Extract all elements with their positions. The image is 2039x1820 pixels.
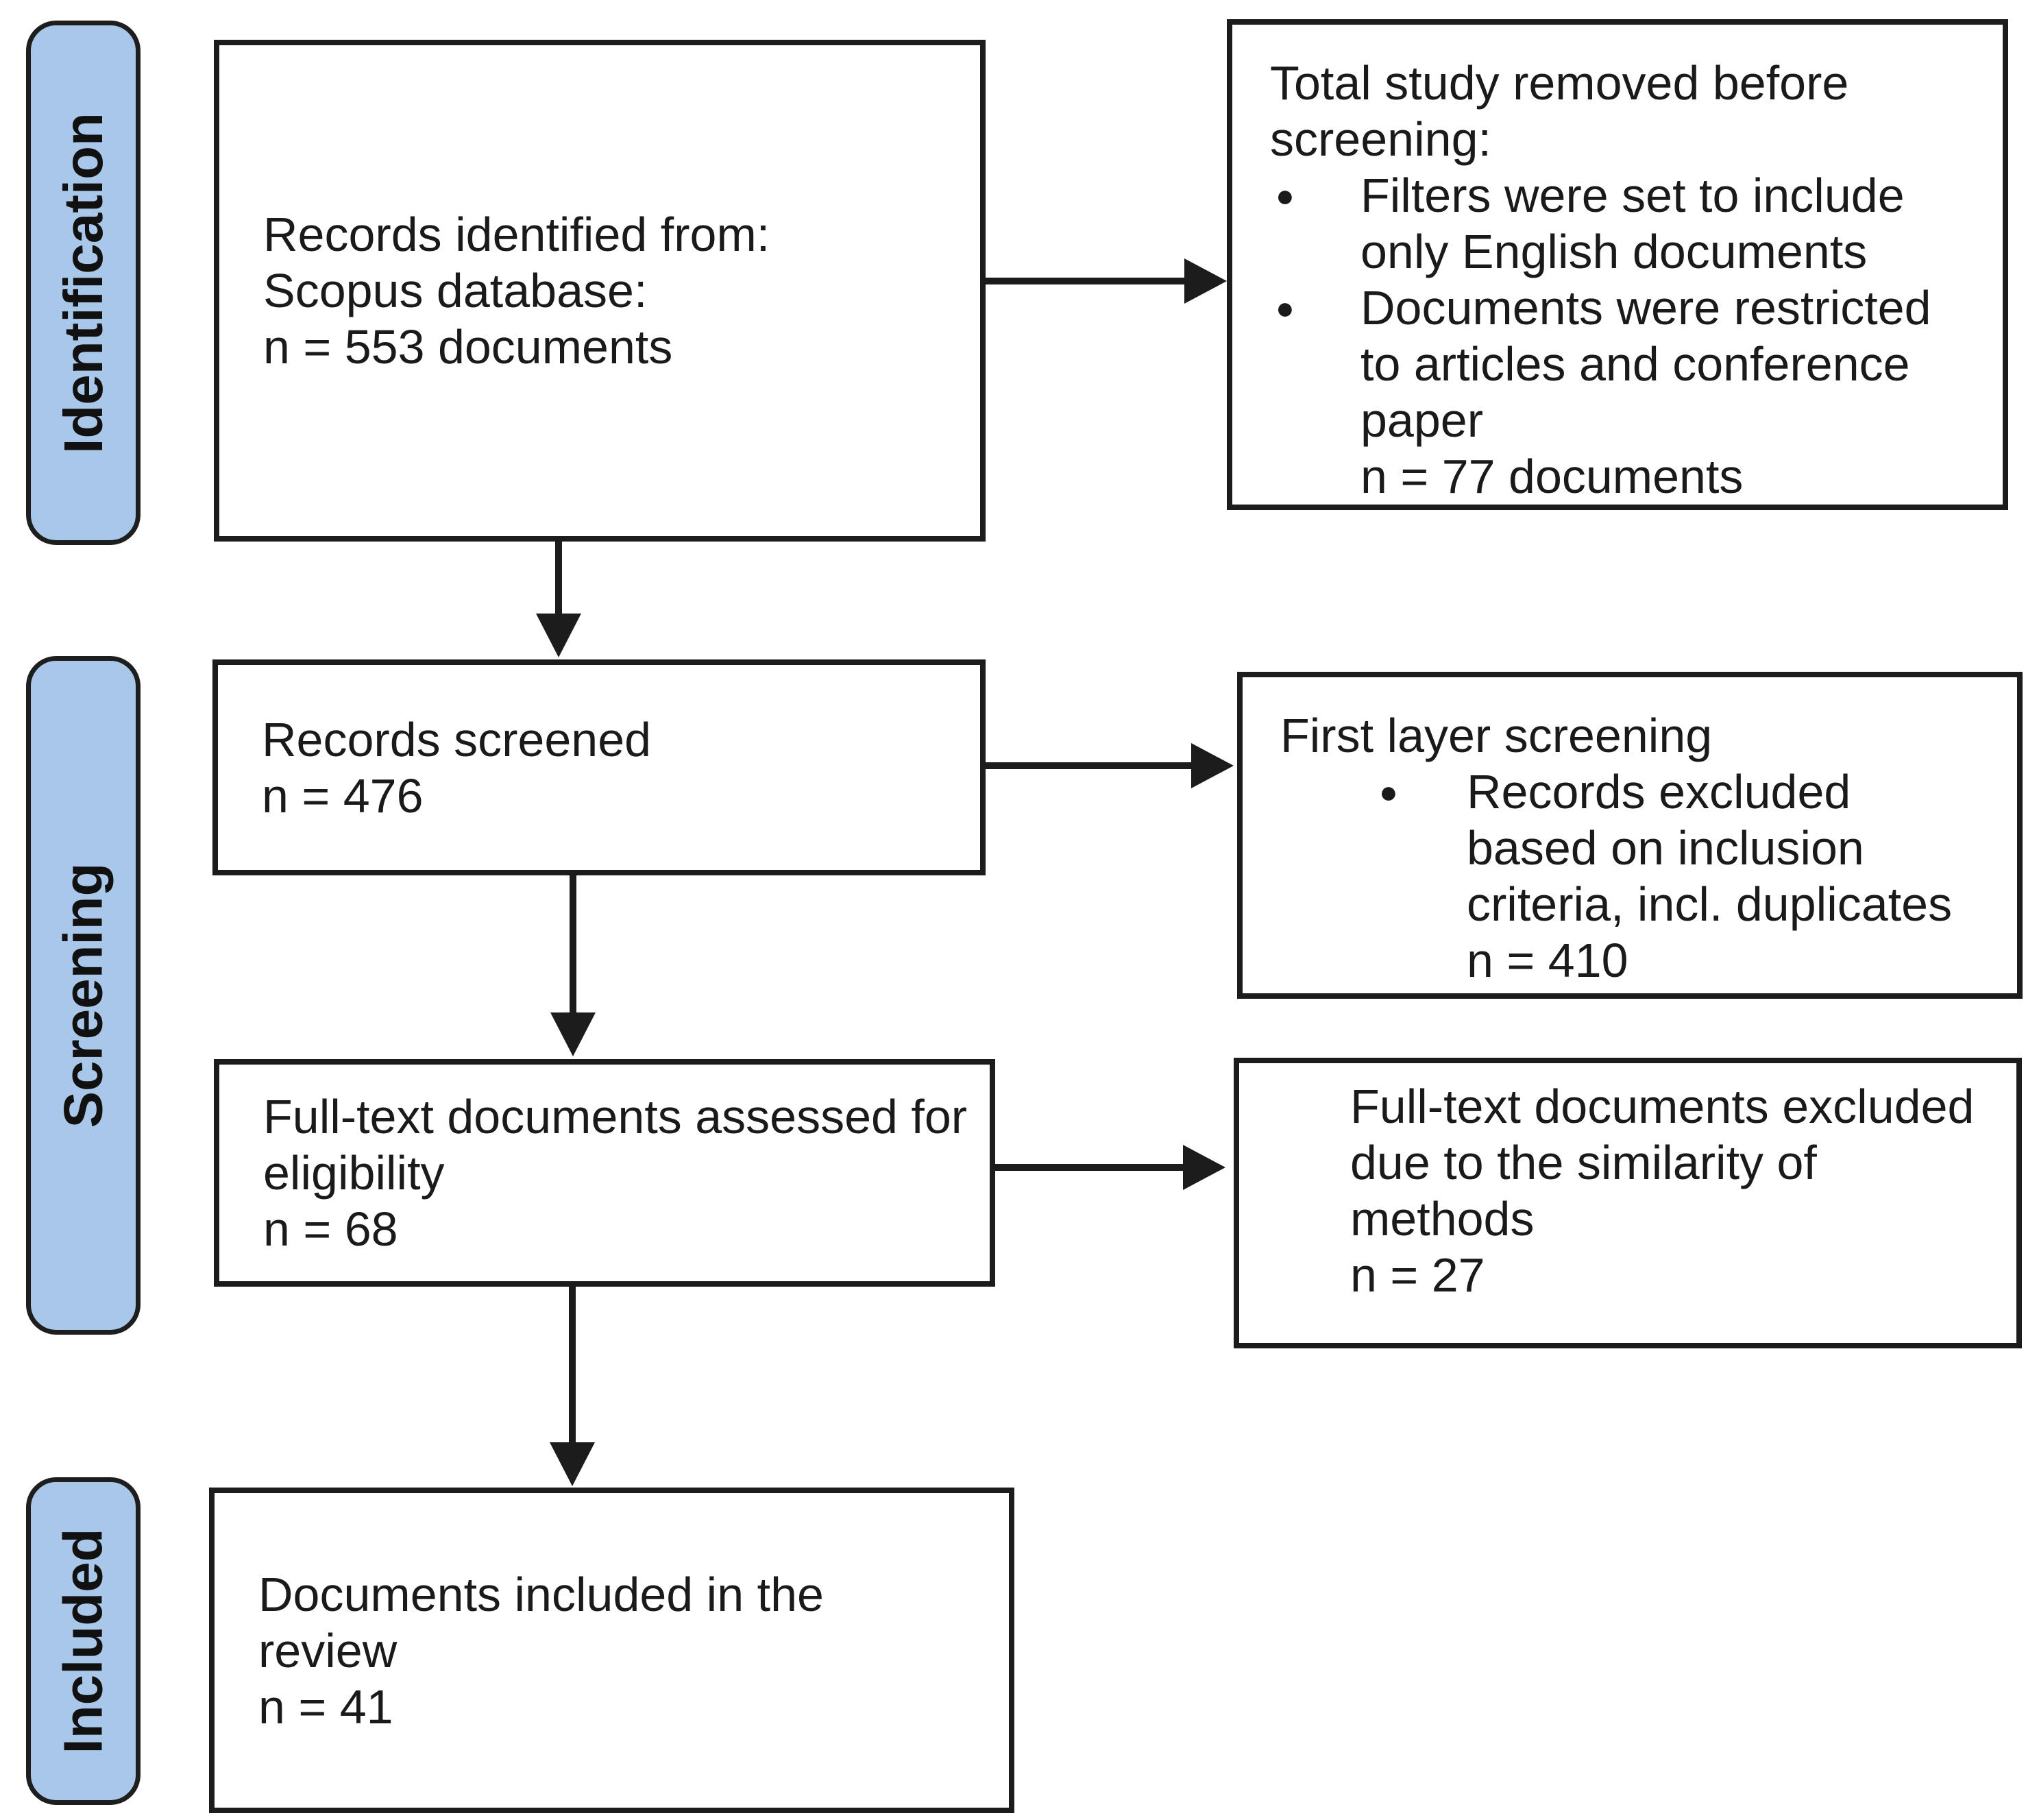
removed-bullet-doctype-line: paper	[1360, 393, 1484, 447]
arrow-head-icon	[1191, 743, 1234, 788]
arrow-line	[995, 1164, 1184, 1171]
removed-bullet-doctype-line: to articles and conference	[1360, 337, 1910, 391]
removed-bullet-filters-line: only English documents	[1360, 225, 1868, 278]
stage-screening: Screening	[26, 656, 141, 1335]
documents-included-count: n = 41	[258, 1679, 393, 1734]
first-layer-count: n = 410	[1467, 934, 1628, 987]
fulltext-excluded-line: due to the similarity of	[1350, 1136, 1817, 1189]
arrow-line	[986, 278, 1188, 284]
first-layer-bullet-line: Records excluded	[1467, 765, 1851, 818]
fulltext-assessed-count: n = 68	[263, 1202, 398, 1256]
box-first-layer-screening: First layer screening ● Records excluded…	[1237, 672, 2023, 999]
documents-included-line: review	[258, 1623, 398, 1677]
records-identified-count: n = 553 documents	[263, 320, 673, 374]
removed-count: n = 77 documents	[1360, 450, 1744, 503]
arrow-line	[570, 875, 576, 1014]
stage-identification: Identification	[26, 21, 141, 545]
stage-identification-label: Identification	[52, 112, 114, 454]
bullet-icon: ●	[1379, 774, 1398, 810]
records-screened-line: Records screened	[262, 712, 652, 766]
arrow-head-icon	[1183, 1145, 1225, 1190]
removed-bullet-doctype-line: Documents were restricted	[1360, 281, 1931, 335]
documents-included-line: Documents included in the	[258, 1567, 824, 1621]
bullet-icon: ●	[1275, 178, 1295, 213]
removed-bullet-filters-line: Filters were set to include	[1360, 169, 1905, 222]
stage-included-label: Included	[52, 1528, 114, 1754]
arrow-head-icon	[550, 1442, 595, 1486]
fulltext-excluded-line: Full-text documents excluded	[1350, 1080, 1975, 1133]
box-removed-before-screening: Total study removed before screening: ● …	[1227, 19, 2008, 510]
first-layer-heading: First layer screening	[1280, 709, 1713, 762]
records-identified-line: Records identified from:	[263, 208, 770, 261]
box-records-screened: Records screened n = 476	[212, 659, 986, 875]
removed-bullet-doctype: ● Documents were restricted to articles …	[1270, 280, 1986, 505]
records-identified-line: Scopus database:	[263, 264, 648, 317]
fulltext-excluded-line: methods	[1350, 1192, 1535, 1246]
removed-heading-line: screening:	[1270, 112, 1491, 166]
first-layer-bullet: ● Records excluded based on inclusion cr…	[1379, 764, 2001, 988]
box-records-identified: Records identified from: Scopus database…	[214, 40, 986, 542]
arrow-line	[555, 542, 562, 615]
arrow-line	[569, 1287, 576, 1444]
fulltext-excluded-count: n = 27	[1350, 1248, 1485, 1302]
arrow-head-icon	[1184, 258, 1227, 304]
records-screened-count: n = 476	[262, 768, 424, 823]
box-documents-included: Documents included in the review n = 41	[209, 1488, 1014, 1813]
arrow-head-icon	[536, 614, 581, 657]
stage-screening-label: Screening	[52, 862, 114, 1128]
removed-heading-line: Total study removed before	[1270, 56, 1849, 110]
arrow-head-icon	[550, 1012, 596, 1056]
first-layer-bullet-line: criteria, incl. duplicates	[1467, 877, 1953, 931]
stage-included: Included	[26, 1477, 141, 1805]
first-layer-bullet-line: based on inclusion	[1467, 821, 1864, 875]
removed-bullet-filters: ● Filters were set to include only Engli…	[1270, 167, 1986, 280]
box-fulltext-excluded: Full-text documents excluded due to the …	[1234, 1058, 2022, 1348]
fulltext-assessed-line: Full-text documents assessed for	[263, 1090, 968, 1143]
bullet-icon: ●	[1275, 290, 1295, 326]
box-fulltext-assessed: Full-text documents assessed for eligibi…	[214, 1059, 995, 1287]
arrow-line	[986, 762, 1193, 769]
fulltext-assessed-line: eligibility	[263, 1146, 445, 1200]
